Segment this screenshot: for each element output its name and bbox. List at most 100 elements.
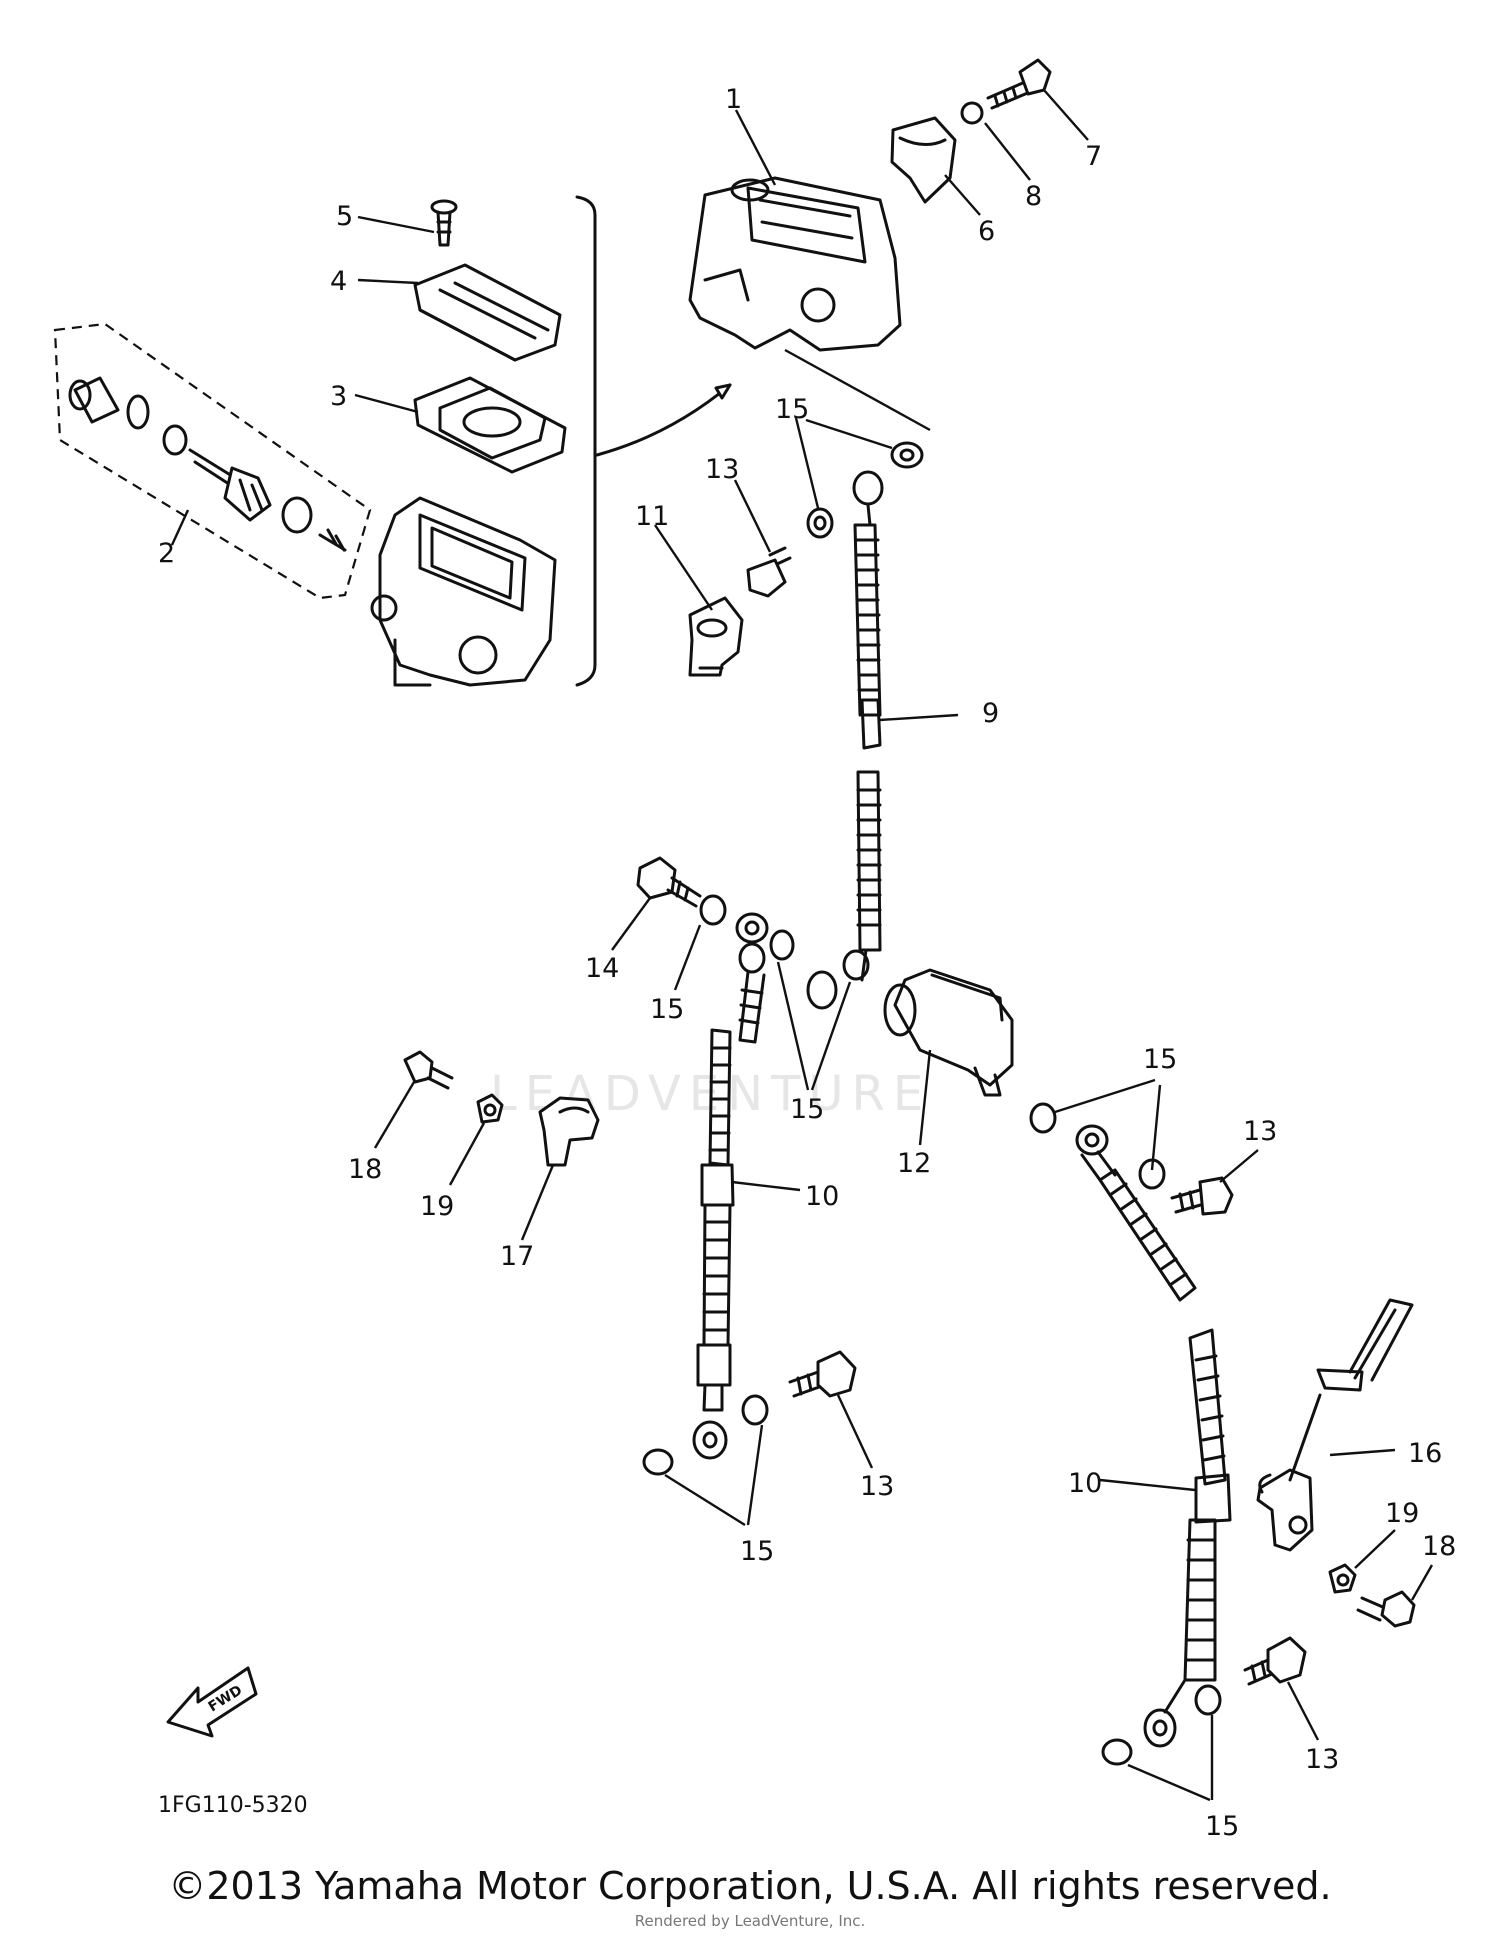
leader-5 (357, 215, 435, 234)
callout-15a: 15 (775, 394, 809, 425)
leader-7 (1043, 89, 1089, 141)
washer-br-1 (1101, 1738, 1133, 1766)
callout-10b: 10 (1068, 1468, 1102, 1499)
leader-18a (373, 1081, 416, 1149)
leader-16 (1329, 1448, 1396, 1457)
callout-13d: 13 (1305, 1744, 1339, 1775)
callout-15c: 15 (790, 1094, 824, 1125)
leader-15b (805, 418, 893, 450)
bolt-18-right (1356, 1590, 1416, 1628)
brake-hose-right (1075, 1124, 1232, 1748)
callout-1: 1 (725, 84, 742, 115)
callout-6: 6 (978, 216, 995, 247)
callout-4: 4 (330, 266, 347, 297)
bolt (986, 58, 1052, 110)
piston-kit (68, 376, 347, 552)
brake-switch (688, 596, 744, 677)
leader-15c (673, 924, 702, 991)
union-bolt-right (1138, 1158, 1234, 1216)
washer-bl-1 (642, 1448, 674, 1476)
hose-guide (1256, 1298, 1414, 1552)
leader-19b (1354, 1529, 1396, 1569)
leader-8 (984, 122, 1031, 181)
kit-box (53, 322, 372, 600)
master-cylinder-assembly (688, 176, 902, 352)
callout-15f: 15 (1205, 1811, 1239, 1842)
callout-9: 9 (982, 698, 999, 729)
leader-12 (918, 1049, 932, 1146)
leader-18b (1410, 1564, 1434, 1601)
leader-19a (448, 1122, 486, 1186)
leader-13c (836, 1394, 874, 1469)
washer-14 (699, 894, 727, 926)
washer-joint-right (1029, 1102, 1057, 1134)
callout-13c: 13 (860, 1471, 894, 1502)
leader-4 (357, 278, 419, 285)
callout-18a: 18 (348, 1154, 382, 1185)
cap-screw (430, 199, 458, 247)
callout-15b: 15 (650, 994, 684, 1025)
callout-16: 16 (1408, 1438, 1442, 1469)
holder (890, 116, 957, 204)
callout-19a: 19 (420, 1191, 454, 1222)
callout-3: 3 (330, 381, 347, 412)
leader-13a (733, 479, 772, 553)
copyright-notice: ©2013 Yamaha Motor Corporation, U.S.A. A… (168, 1864, 1332, 1908)
union-bolt-14 (636, 856, 702, 908)
callout-13b: 13 (1243, 1116, 1277, 1147)
leader-13b (1219, 1149, 1259, 1183)
callout-15d: 15 (1143, 1044, 1177, 1075)
leader-15e (810, 981, 852, 1091)
leader-mc-dash (784, 348, 931, 432)
callout-12: 12 (897, 1148, 931, 1179)
master-cylinder-body (370, 496, 557, 687)
callout-19b: 19 (1385, 1498, 1419, 1529)
washer-br-2 (1194, 1684, 1222, 1716)
leader-6 (944, 174, 981, 216)
union-bolt (746, 546, 792, 598)
leader-13d (1286, 1681, 1320, 1741)
brake-hose-joint (883, 968, 1014, 1097)
callout-17: 17 (500, 1241, 534, 1272)
bracket (575, 195, 597, 687)
nut-right (1328, 1563, 1357, 1594)
nut (476, 1093, 504, 1124)
leader-15f (1054, 1078, 1156, 1114)
leader-15a (794, 417, 820, 509)
bolt-18 (403, 1050, 454, 1090)
washer-bl-2 (741, 1394, 769, 1426)
leader-9 (879, 713, 959, 722)
leader-14 (611, 897, 651, 951)
callout-10a: 10 (805, 1181, 839, 1212)
washer (960, 101, 984, 125)
leader-15d (776, 961, 810, 1091)
copper-washers (806, 441, 924, 539)
reservoir-cap (413, 263, 562, 362)
fwd-arrow-icon: FWD (166, 1666, 258, 1738)
callout-14: 14 (585, 953, 619, 984)
leader-1 (734, 109, 777, 186)
callout-11: 11 (635, 501, 669, 532)
union-bolt-br (1243, 1636, 1307, 1686)
diaphragm (413, 376, 567, 474)
leader-15g (1150, 1084, 1162, 1171)
leader-2 (170, 509, 190, 546)
hose-end-left (735, 912, 870, 1044)
arrow-head (714, 383, 732, 400)
callout-5: 5 (336, 201, 353, 232)
callout-2: 2 (158, 538, 175, 569)
leader-15j (1127, 1763, 1211, 1802)
callout-15e: 15 (740, 1536, 774, 1567)
leader-10b (1099, 1478, 1196, 1492)
leader-11 (654, 524, 713, 611)
leader-17 (520, 1164, 555, 1241)
leader-3 (354, 393, 419, 414)
hose-clamp (538, 1096, 600, 1167)
brake-hose-left (692, 1028, 735, 1460)
callout-7: 7 (1085, 141, 1102, 172)
leader-15h (664, 1473, 746, 1527)
callout-8: 8 (1025, 181, 1042, 212)
diagram-code: 1FG110-5320 (158, 1793, 308, 1818)
leader-15i (746, 1424, 764, 1526)
